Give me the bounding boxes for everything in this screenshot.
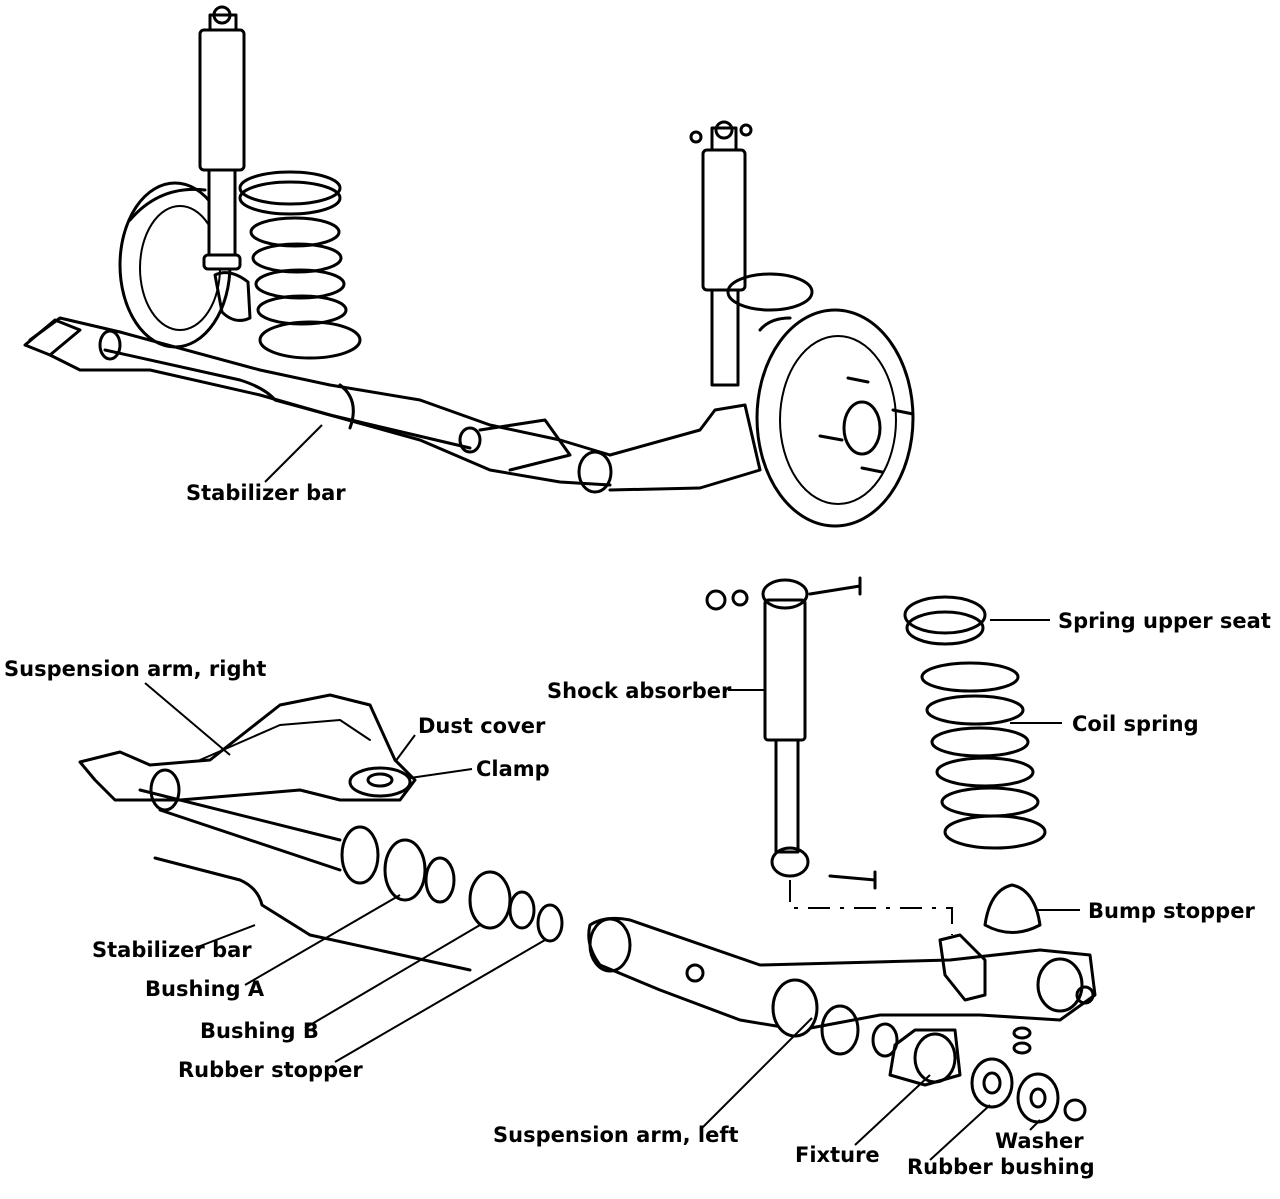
leader-dust-cover xyxy=(394,734,416,763)
left-coil-spring xyxy=(238,170,362,360)
label-bushing-b: Bushing B xyxy=(200,1019,319,1043)
leader-clamp xyxy=(409,768,473,779)
right-shock-absorber xyxy=(689,120,753,387)
label-bump-stopper: Bump stopper xyxy=(1088,899,1255,923)
leader-rubber-bushing xyxy=(929,1104,991,1161)
label-suspension-arm-left: Suspension arm, left xyxy=(493,1123,739,1147)
dust-cover-shape xyxy=(348,766,412,798)
spring-upper-seat-shape xyxy=(903,595,987,646)
label-stabilizer-bar-bottom: Stabilizer bar xyxy=(92,938,252,962)
exploded-shock-absorber xyxy=(705,576,877,890)
rubber-bushing-shape xyxy=(970,1057,1014,1109)
leader-stabilizer-bar-bottom xyxy=(194,924,256,949)
right-spring-seat xyxy=(726,272,814,312)
label-suspension-arm-right: Suspension arm, right xyxy=(4,657,267,681)
leader-rubber-stopper xyxy=(334,939,546,1063)
label-bushing-a: Bushing A xyxy=(145,977,265,1001)
rubber-stopper-shape xyxy=(536,903,564,943)
leader-stabilizer-bar-top xyxy=(264,424,323,483)
leader-washer xyxy=(1029,1119,1041,1131)
label-rubber-stopper: Rubber stopper xyxy=(178,1058,363,1082)
bump-stopper-shape xyxy=(983,883,1042,934)
fixture-shape xyxy=(888,1028,962,1087)
leader-suspension-arm-right xyxy=(144,682,231,756)
label-fixture: Fixture xyxy=(795,1143,880,1167)
nut-shape xyxy=(1063,1098,1087,1122)
label-coil-spring: Coil spring xyxy=(1072,712,1199,736)
assembly-guide-line xyxy=(789,880,953,935)
right-brake-drum xyxy=(755,308,915,528)
exploded-coil-spring xyxy=(920,661,1047,850)
left-shock-absorber xyxy=(198,5,252,322)
label-dust-cover: Dust cover xyxy=(418,714,546,738)
axle-beam xyxy=(23,316,762,494)
top-assembly xyxy=(23,5,915,528)
leader-fixture xyxy=(854,1074,931,1146)
suspension-arm-right-assembly xyxy=(78,682,564,1063)
bottom-stabilizer-bar xyxy=(153,856,472,972)
label-washer: Washer xyxy=(995,1129,1084,1153)
inner-bushing-shape xyxy=(820,1004,860,1056)
label-stabilizer-bar-top: Stabilizer bar xyxy=(186,481,346,505)
leader-bushing-b xyxy=(304,924,481,1029)
suspension-arm-left-shape xyxy=(587,916,1097,1038)
label-clamp: Clamp xyxy=(476,757,550,781)
leader-bushing-a xyxy=(244,894,401,986)
label-shock-absorber: Shock absorber xyxy=(547,679,732,703)
label-spring-upper-seat: Spring upper seat xyxy=(1058,609,1271,633)
top-stabilizer-bar xyxy=(103,348,472,450)
exploded-parts xyxy=(587,576,1097,1161)
leader-suspension-arm-left xyxy=(699,1017,813,1131)
washer-shape xyxy=(1016,1072,1060,1124)
label-rubber-bushing: Rubber bushing xyxy=(907,1155,1095,1179)
